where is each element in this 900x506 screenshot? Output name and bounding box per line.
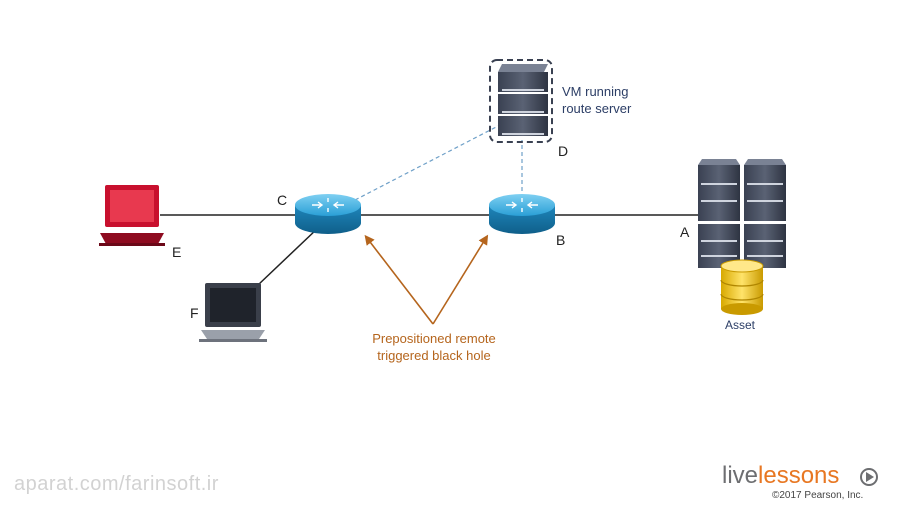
server-cluster-icon [698,159,786,268]
node-label-d: D [558,143,569,159]
node-label-b: B [556,232,566,248]
link-c-f [257,227,319,286]
rtbh-caption: Prepositioned remote triggered black hol… [346,330,522,364]
arrow-to-router-b [432,234,489,325]
router-b-icon [489,194,555,234]
arrow-to-router-c [364,234,434,325]
brand-lessons: lessons [758,462,840,489]
laptop-e-icon [99,185,165,246]
play-icon [860,468,878,486]
node-label-a: A [680,224,690,240]
node-label-f: F [190,305,199,321]
vm-caption: VM running route server [562,83,631,117]
brand-live: live [722,462,759,489]
vm-caption-line1: VM running [562,84,629,99]
asset-caption: Asset [725,318,756,332]
dashed-link-c-d [354,124,501,201]
rtbh-caption-line1: Prepositioned remote [372,331,496,346]
vm-server-icon [489,59,553,143]
brand-logo: livelessons [722,462,839,490]
copyright: ©2017 Pearson, Inc. [772,490,864,501]
vm-caption-line2: route server [562,101,632,116]
router-c-icon [295,194,361,234]
node-label-c: C [277,192,288,208]
watermark: aparat.com/farinsoft.ir [14,473,219,495]
rtbh-caption-line2: triggered black hole [377,348,491,363]
database-icon [720,259,764,315]
node-label-e: E [172,244,182,260]
laptop-f-icon [199,283,267,342]
